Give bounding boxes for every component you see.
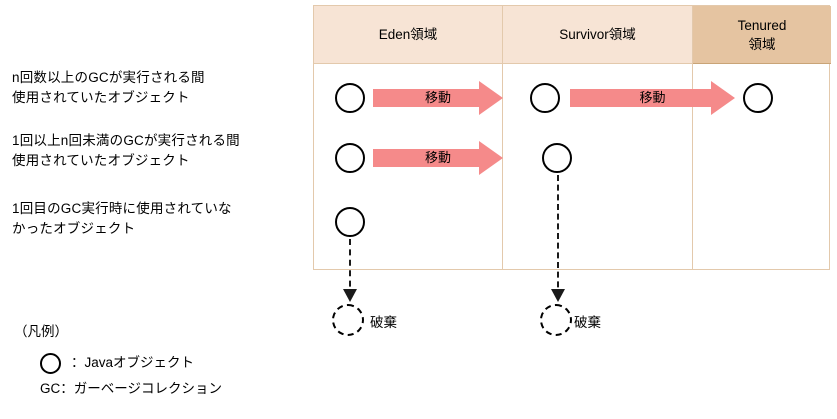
move-arrow-label: 移動 (639, 90, 666, 105)
object-circle-eden-row3 (335, 207, 365, 237)
legend-gc-label: ：ガーベージコレクション (60, 381, 222, 396)
discard-label-survivor: 破棄 (574, 315, 601, 330)
legend-gc-key: GC (40, 381, 61, 396)
discard-arrowhead-eden (343, 289, 357, 302)
column-eden: Eden領域 (314, 6, 503, 269)
object-circle-survivor-row2 (542, 143, 572, 173)
description-survivor-objects: 1回以上n回未満のGCが実行される間 使用されていたオブジェクト (12, 133, 240, 168)
object-circle-survivor-row1 (530, 83, 560, 113)
object-circle-tenured-row1 (743, 83, 773, 113)
discard-connector-survivor (557, 175, 559, 297)
column-tenured: Tenured 領域 (693, 6, 831, 269)
move-arrow-eden-to-survivor-row1: 移動 (373, 81, 503, 115)
arrow-shaft (373, 149, 479, 167)
discarded-object-circle-eden (332, 304, 364, 336)
legend-object-label: ：Javaオブジェクト (71, 355, 195, 370)
discard-arrowhead-survivor (551, 289, 565, 302)
object-circle-eden-row1 (335, 83, 365, 113)
discard-connector-eden (349, 239, 351, 297)
legend-item-object: ：Javaオブジェクト (14, 350, 304, 376)
generation-table: Eden領域 Survivor領域 Tenured 領域 (313, 5, 831, 270)
discarded-object-circle-survivor (540, 304, 572, 336)
arrow-head (479, 141, 503, 175)
column-header-survivor: Survivor領域 (503, 6, 692, 64)
move-arrow-label: 移動 (424, 150, 451, 165)
arrow-shaft (570, 89, 711, 107)
arrow-head (479, 81, 503, 115)
column-survivor: Survivor領域 (503, 6, 693, 269)
description-eden-objects: n回数以上のGCが実行される間 使用されていたオブジェクト (12, 70, 205, 105)
arrow-shaft (373, 89, 479, 107)
column-header-eden: Eden領域 (314, 6, 502, 64)
arrow-head (711, 81, 735, 115)
discard-label-eden: 破棄 (370, 315, 397, 330)
object-circle-icon (40, 352, 61, 374)
description-discarded-objects: 1回目のGC実行時に使用されていな かったオブジェクト (12, 201, 232, 236)
legend-title: （凡例） (14, 324, 68, 339)
move-arrow-eden-to-survivor-row2: 移動 (373, 141, 503, 175)
move-arrow-survivor-to-tenured-row1: 移動 (570, 81, 735, 115)
object-circle-eden-row2 (335, 143, 365, 173)
legend: （凡例） ：Javaオブジェクト GC ：ガーベージコレクション (14, 322, 304, 402)
move-arrow-label: 移動 (424, 90, 451, 105)
legend-item-gc: GC ：ガーベージコレクション (14, 376, 304, 402)
column-header-tenured: Tenured 領域 (693, 6, 831, 64)
